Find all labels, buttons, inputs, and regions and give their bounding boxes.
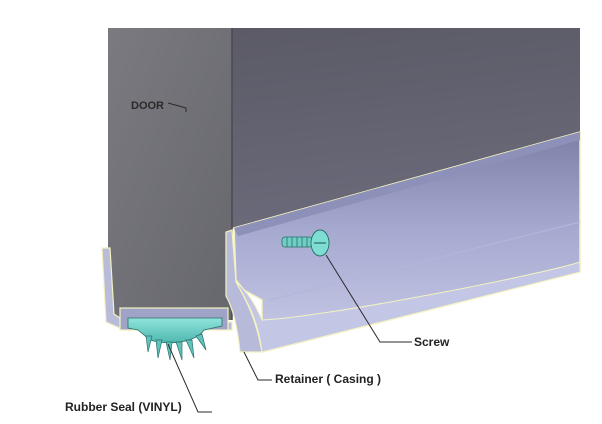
door-panel <box>108 28 232 320</box>
door-label: DOOR <box>131 100 164 112</box>
door-leader <box>167 102 187 112</box>
wall-panel <box>232 28 580 228</box>
retainer-crease <box>269 221 581 301</box>
retainer-top-face <box>234 132 580 236</box>
retainer-profile-right <box>225 229 263 353</box>
retainer-profile <box>101 247 233 331</box>
retainer-label: Retainer ( Casing ) <box>275 372 382 386</box>
seal-leader <box>167 343 212 413</box>
leader-lines <box>167 102 412 413</box>
screw-label: Screw <box>414 335 450 349</box>
retainer-leader <box>243 351 272 381</box>
retainer-lip <box>235 261 581 353</box>
screw-leader <box>325 254 412 343</box>
rubber-seal-label: Rubber Seal (VINYL) <box>65 400 182 414</box>
screw-icon <box>281 229 330 257</box>
